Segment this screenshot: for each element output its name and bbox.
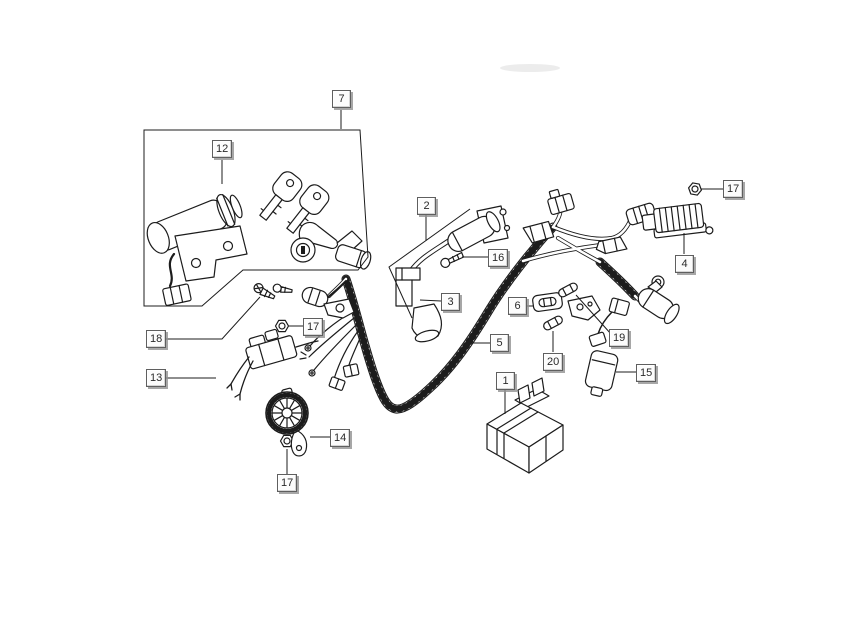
callout-15[interactable]: 15 bbox=[636, 364, 657, 382]
callout-4[interactable]: 4 bbox=[675, 255, 694, 273]
fuse bbox=[541, 314, 565, 332]
round-connector bbox=[301, 280, 347, 308]
screw bbox=[440, 251, 465, 268]
callout-17-bottom[interactable]: 17 bbox=[277, 474, 298, 492]
leader-line-19 bbox=[575, 294, 612, 335]
voltage-regulator bbox=[641, 202, 714, 239]
leader-line-3 bbox=[419, 299, 442, 302]
leader-line-2 bbox=[388, 208, 471, 319]
callout-16[interactable]: 16 bbox=[488, 249, 509, 267]
lock-cylinder bbox=[335, 230, 372, 270]
lock-cylinder-lever bbox=[290, 221, 339, 263]
lead-wires bbox=[226, 356, 254, 401]
leader-lines-layer bbox=[143, 110, 723, 474]
callout-14[interactable]: 14 bbox=[330, 429, 351, 447]
callout-17-top[interactable]: 17 bbox=[723, 180, 744, 198]
battery bbox=[486, 377, 564, 474]
horn bbox=[265, 387, 309, 457]
callout-20[interactable]: 20 bbox=[543, 353, 564, 371]
block-connector bbox=[595, 236, 628, 255]
print-smudge bbox=[500, 64, 560, 72]
group-outline-7 bbox=[143, 129, 369, 307]
nut bbox=[274, 319, 290, 333]
lock-set-group bbox=[146, 167, 372, 306]
leader-line-18 bbox=[166, 296, 261, 340]
callout-3[interactable]: 3 bbox=[441, 293, 460, 311]
callout-1[interactable]: 1 bbox=[496, 372, 515, 390]
harness-connector bbox=[547, 188, 575, 216]
callout-7[interactable]: 7 bbox=[332, 90, 351, 108]
callout-6[interactable]: 6 bbox=[508, 297, 527, 315]
ignition-switch bbox=[146, 193, 248, 306]
relay bbox=[584, 350, 619, 397]
ht-coil bbox=[567, 280, 680, 347]
nut bbox=[687, 181, 703, 197]
callout-2[interactable]: 2 bbox=[417, 197, 436, 215]
fuse bbox=[556, 281, 580, 299]
callout-13[interactable]: 13 bbox=[146, 369, 167, 387]
callout-12[interactable]: 12 bbox=[212, 140, 233, 158]
fuse-holder bbox=[532, 292, 563, 312]
callout-5[interactable]: 5 bbox=[490, 334, 509, 352]
screw bbox=[253, 283, 276, 300]
control-unit bbox=[245, 328, 319, 370]
callout-17-mid[interactable]: 17 bbox=[303, 318, 324, 336]
mount-bracket bbox=[323, 298, 355, 319]
flag-connector bbox=[522, 220, 555, 244]
callout-18[interactable]: 18 bbox=[146, 330, 167, 348]
wiring-harness bbox=[299, 188, 680, 414]
spark-plug-cap bbox=[395, 267, 443, 343]
screw bbox=[272, 283, 293, 293]
callout-19[interactable]: 19 bbox=[609, 329, 630, 347]
